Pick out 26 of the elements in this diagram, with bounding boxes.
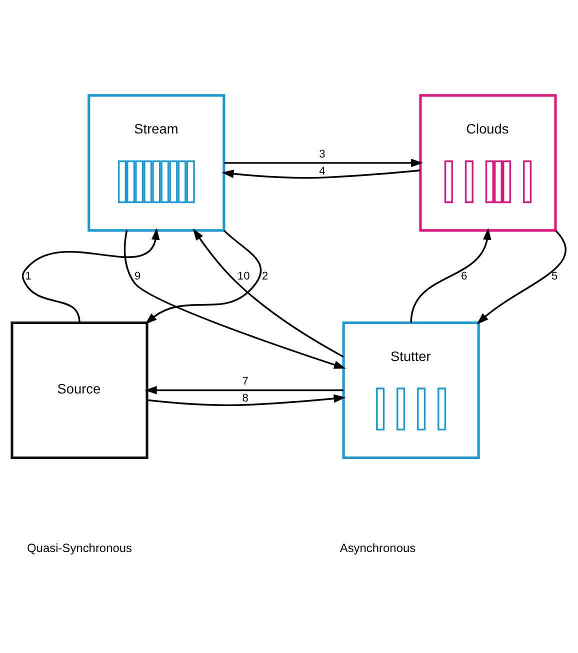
node-box: Clouds [419, 94, 557, 232]
edge-label: 7 [242, 375, 248, 388]
arrow [145, 229, 262, 324]
arrow [224, 158, 424, 167]
label: Asynchronous [340, 540, 416, 554]
arrow [124, 230, 346, 368]
edge-label: 4 [319, 164, 326, 177]
arrow [222, 169, 420, 178]
node-box: Stutter [342, 320, 480, 459]
arrow [476, 229, 566, 324]
node-box: Stream [88, 94, 226, 232]
arrow [192, 228, 344, 358]
edge-label: 9 [134, 270, 141, 282]
label: Quasi-Synchronous [27, 540, 132, 554]
arrow [144, 386, 344, 394]
edge-label: 2 [262, 270, 268, 282]
arrow [147, 394, 346, 406]
edge-label: 1 [25, 270, 32, 282]
edge-label: 5 [552, 270, 558, 282]
arrow [410, 227, 492, 322]
node-box: Source [10, 320, 148, 459]
edge-label: 3 [319, 148, 326, 160]
edge-label: 8 [242, 392, 248, 404]
edge-label: 6 [460, 270, 468, 282]
edge-label: 10 [237, 270, 250, 282]
arrow [22, 227, 160, 322]
